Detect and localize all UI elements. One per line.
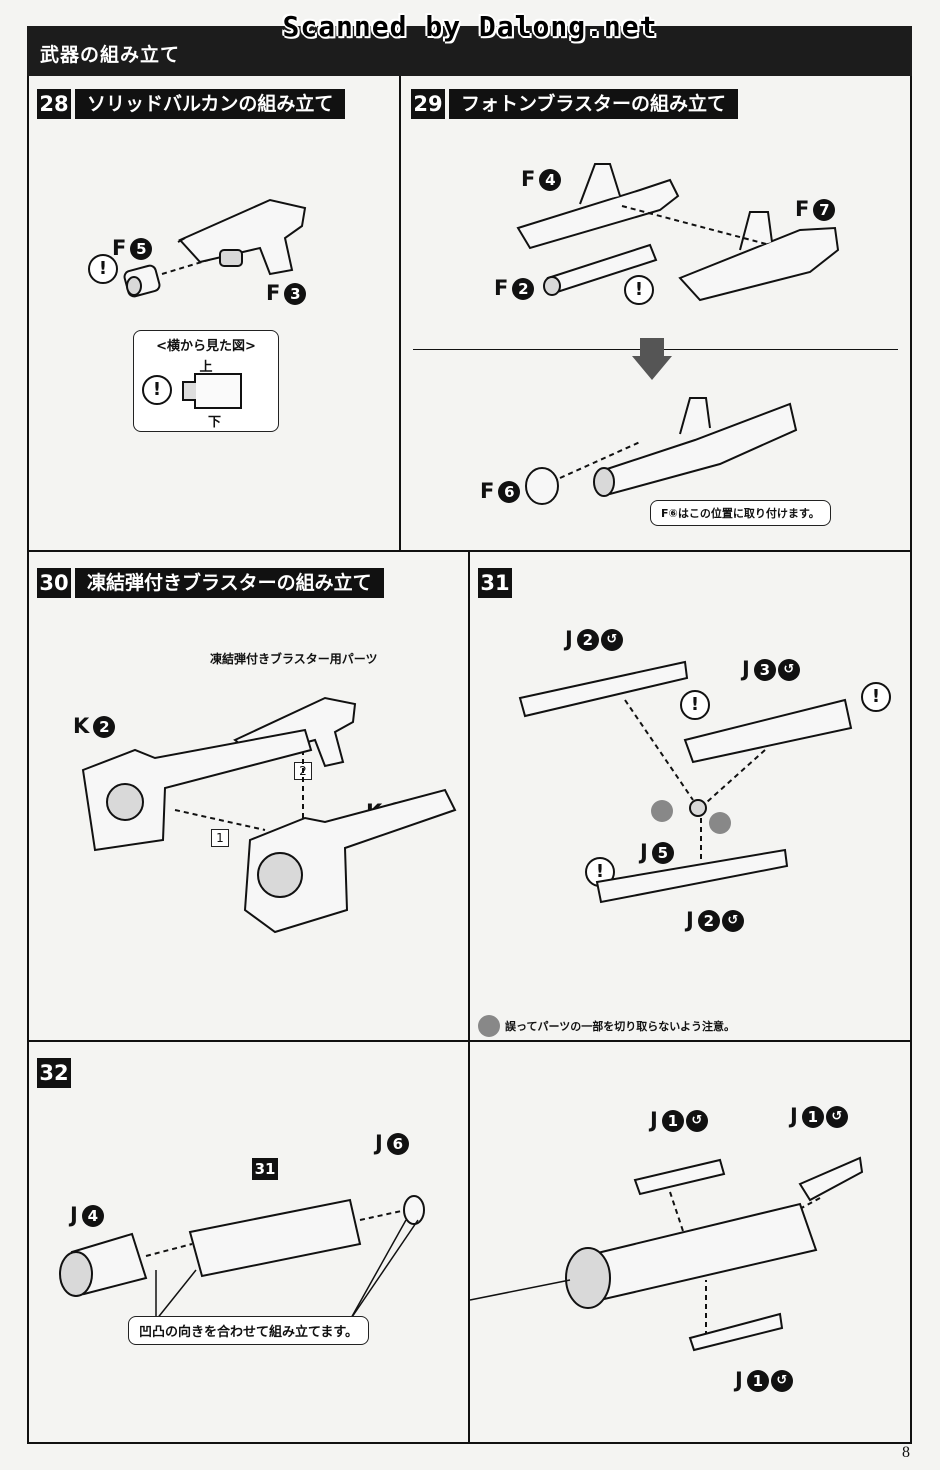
header-bar xyxy=(27,26,912,76)
step-31-number: 31 xyxy=(478,568,512,598)
section-title: 武器の組み立て xyxy=(40,44,181,66)
blaster-parts-label: 凍結弾付きブラスター用パーツ xyxy=(210,652,378,666)
warning-icon: ! xyxy=(624,275,654,305)
cut-caution-text: 誤ってパーツの一部を切り取らないよう注意。 xyxy=(505,1020,736,1033)
side-view-callout: <横から見た図> 上 ! 下 xyxy=(133,330,279,432)
cut-caution-icon xyxy=(709,812,731,834)
step-28-number: 28 xyxy=(37,89,71,119)
solid-vulcan-diagram xyxy=(123,198,307,298)
step-30-title: 凍結弾付きブラスターの組み立て xyxy=(75,568,384,598)
side-view-peg xyxy=(182,381,196,401)
warning-icon: ! xyxy=(861,682,891,712)
warning-icon: ! xyxy=(142,375,172,405)
down-arrow xyxy=(632,338,672,382)
side-view-title: <横から見た図> xyxy=(156,339,256,354)
step-32-number: 32 xyxy=(37,1058,71,1088)
photon-blaster-parts-diagram xyxy=(516,163,840,302)
side-view-bottom-label: 下 xyxy=(208,415,222,430)
alignment-note: 凹凸の向きを合わせて組み立てます。 xyxy=(128,1316,370,1345)
side-view-part xyxy=(194,373,242,409)
f6-position-note: F⑥はこの位置に取り付けます。 xyxy=(650,500,831,526)
divider-col2 xyxy=(468,550,470,1442)
step-29-title: フォトンブラスターの組み立て xyxy=(449,89,739,119)
tank-final-diagram xyxy=(59,1195,425,1321)
warning-icon: ! xyxy=(680,690,710,720)
tank-cover-diagram xyxy=(469,1156,864,1352)
cut-caution-icon xyxy=(651,800,673,822)
side-view-top-label: 上 xyxy=(199,360,213,375)
scan-watermark: Scanned by Dalong.net xyxy=(282,10,658,43)
step-30-number: 30 xyxy=(37,568,71,598)
ref-step-31: 31 xyxy=(252,1158,278,1180)
step-28-title: ソリッドバルカンの組み立て xyxy=(75,89,346,119)
cut-caution-icon xyxy=(478,1015,500,1037)
page-number: 8 xyxy=(902,1444,910,1461)
warning-icon: ! xyxy=(88,254,118,284)
tank-assembly-diagram xyxy=(518,660,853,904)
photon-blaster-assembled-diagram xyxy=(525,397,798,505)
divider-col1 xyxy=(399,76,401,551)
freeze-blaster-diagram xyxy=(81,696,457,934)
step-29-number: 29 xyxy=(411,89,445,119)
order-box-1: 1 xyxy=(211,829,229,847)
